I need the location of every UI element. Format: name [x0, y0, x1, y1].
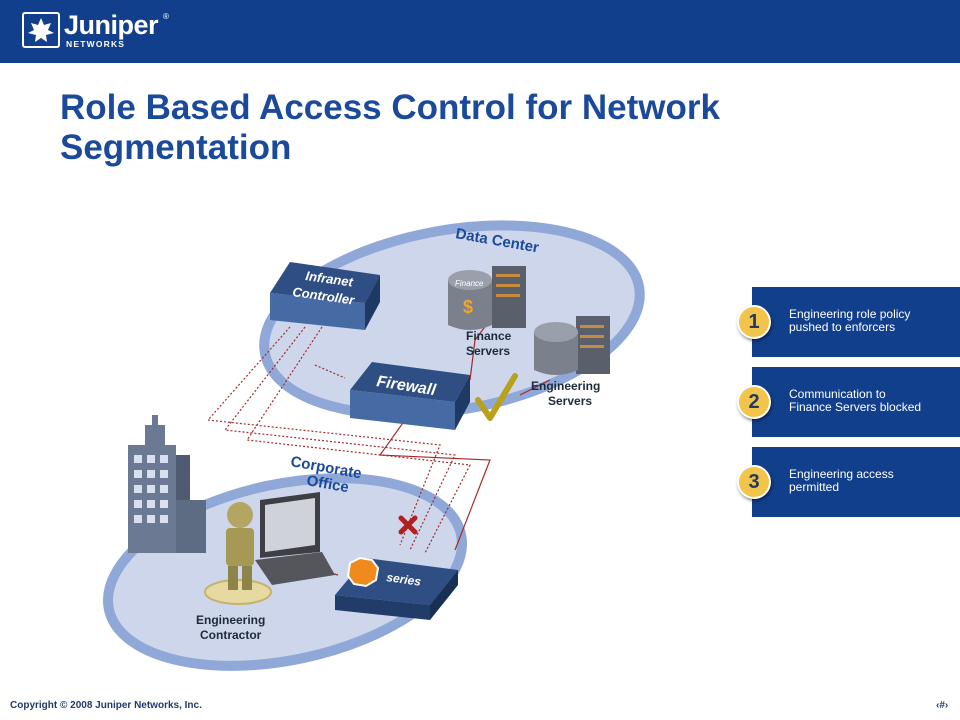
contractor-label-1: Engineering: [196, 613, 265, 627]
page-number: ‹#›: [936, 700, 949, 711]
step-3-text: Engineering access permitted: [789, 468, 954, 494]
office-building: [128, 415, 206, 553]
juniper-logo: Juniper ® NETWORKS: [22, 10, 172, 50]
step-1-text: Engineering role policy pushed to enforc…: [789, 308, 954, 334]
copyright: Copyright © 2008 Juniper Networks, Inc.: [10, 700, 202, 711]
finance-servers-label-1: Finance: [466, 329, 512, 343]
policy-line-4: [314, 364, 346, 379]
step-1: 1 Engineering role policy pushed to enfo…: [737, 287, 960, 357]
step-2-number: 2: [737, 385, 771, 419]
enforcement-switch: series: [335, 556, 458, 620]
traffic-line-4: [519, 379, 551, 396]
step-2: 2 Communication to Finance Servers block…: [737, 367, 960, 437]
infranet-controller: Infranet Controller: [270, 262, 380, 330]
infranet-label-1: Infranet: [305, 268, 355, 290]
policy-line-3: [245, 326, 471, 554]
step-2-line-2: Finance Servers blocked: [789, 400, 922, 414]
finance-servers: Finance $ Finance Servers: [448, 266, 526, 358]
engineering-servers: Engineering Servers: [531, 316, 610, 408]
registered-mark: ®: [163, 12, 169, 21]
step-1-line-2: pushed to enforcers: [789, 320, 896, 334]
header-bar: Juniper ® NETWORKS: [0, 0, 960, 63]
step-1-number: 1: [737, 305, 771, 339]
step-3-line-1: Engineering access: [789, 467, 894, 481]
step-1-line-1: Engineering role policy: [789, 307, 911, 321]
step-3-line-2: permitted: [789, 480, 840, 494]
finance-badge: Finance: [455, 279, 484, 288]
policy-line-1: [223, 326, 456, 551]
engineering-servers-label-1: Engineering: [531, 379, 600, 393]
page-title: Role Based Access Control for Network Se…: [60, 88, 720, 167]
policy-line-2: [206, 326, 441, 546]
firewall-device: Firewall: [350, 362, 470, 430]
switch-label: series: [386, 570, 423, 589]
finance-servers-label-2: Servers: [466, 344, 510, 358]
dollar-icon: $: [463, 297, 473, 317]
laptop-computer: [255, 492, 335, 585]
stop-hand-icon: [346, 556, 380, 588]
step-2-text: Communication to Finance Servers blocked: [789, 388, 954, 414]
step-2-line-1: Communication to: [789, 387, 886, 401]
logo-wordmark: Juniper: [64, 10, 159, 40]
network-diagram: Data Center Corporate Office Infranet Co…: [102, 220, 645, 671]
permitted-check-icon: [475, 373, 518, 421]
logo-subtext: NETWORKS: [66, 39, 126, 49]
step-3-number: 3: [737, 465, 771, 499]
engineering-servers-label-2: Servers: [548, 394, 592, 408]
logo-leaf-icon: [22, 12, 60, 48]
blocked-x-icon: [398, 515, 418, 535]
step-3: 3 Engineering access permitted: [737, 447, 960, 517]
traffic-line-2: [378, 419, 491, 551]
contractor-label-2: Contractor: [200, 628, 262, 642]
engineering-contractor: Engineering Contractor: [196, 502, 272, 642]
